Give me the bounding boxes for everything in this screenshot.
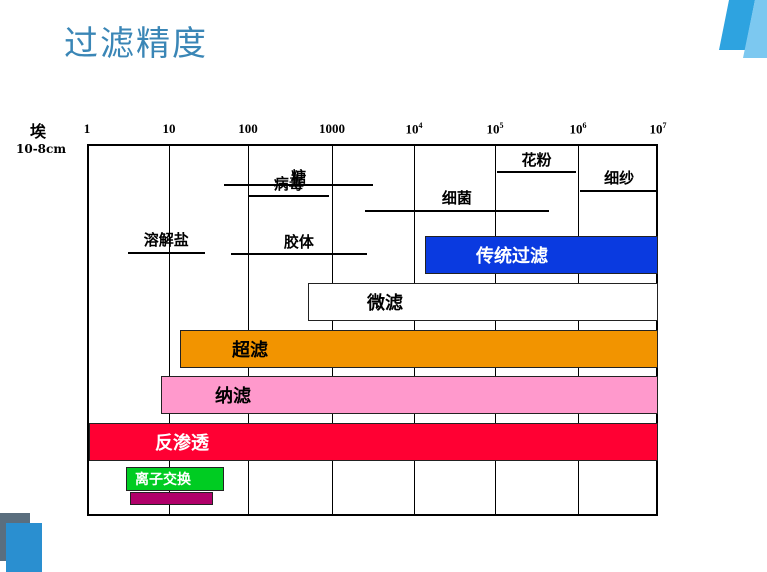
size-range-label: 细纱 xyxy=(604,169,635,187)
filtration-bar xyxy=(88,423,658,461)
tick-label: 1 xyxy=(83,121,91,136)
axis-unit-angstrom: 埃 xyxy=(30,122,47,141)
filtration-bar-label: 微滤 xyxy=(367,293,403,314)
size-range-line xyxy=(224,184,373,186)
size-range-label: 糖 xyxy=(291,168,307,186)
tick-label: 1000 xyxy=(319,121,345,136)
size-range-line xyxy=(128,252,205,254)
tick-label: 106 xyxy=(569,121,587,137)
size-range-line xyxy=(364,210,549,212)
size-range-line xyxy=(248,195,330,197)
filtration-bar xyxy=(160,376,658,414)
size-range-label: 胶体 xyxy=(283,233,314,251)
page-title: 过滤精度 xyxy=(64,24,208,64)
axis-unit-cm: 10-8cm xyxy=(16,142,67,156)
filtration-bar-label: 传统过滤 xyxy=(476,246,548,267)
tick-label: 104 xyxy=(405,121,423,137)
filtration-bar xyxy=(425,236,658,274)
corner-decoration-bottom-left-icon xyxy=(0,513,42,572)
filtration-bar-label: 反渗透 xyxy=(155,433,209,454)
size-range-label: 溶解盐 xyxy=(143,231,189,249)
filtration-bar xyxy=(126,467,224,491)
size-range-label: 病毒 xyxy=(273,175,304,193)
tick-label: 107 xyxy=(649,121,667,137)
filtration-bar-label: 离子交换 xyxy=(135,472,191,488)
size-range-line xyxy=(230,253,368,255)
size-range-label: 花粉 xyxy=(521,151,552,169)
filtration-bar xyxy=(180,330,658,368)
corner-decoration-top-right-icon xyxy=(719,0,767,58)
filtration-bar xyxy=(129,492,214,505)
size-range-label: 细菌 xyxy=(441,189,472,207)
filtration-bar xyxy=(307,283,658,321)
size-range-line xyxy=(497,171,576,173)
filtration-bar-label: 超滤 xyxy=(232,340,268,361)
filtration-bar-label: 纳滤 xyxy=(215,386,251,407)
tick-label: 100 xyxy=(238,121,258,136)
tick-label: 105 xyxy=(486,121,504,137)
tick-label: 10 xyxy=(162,121,176,136)
gridline xyxy=(169,144,170,516)
size-range-line xyxy=(580,190,658,192)
